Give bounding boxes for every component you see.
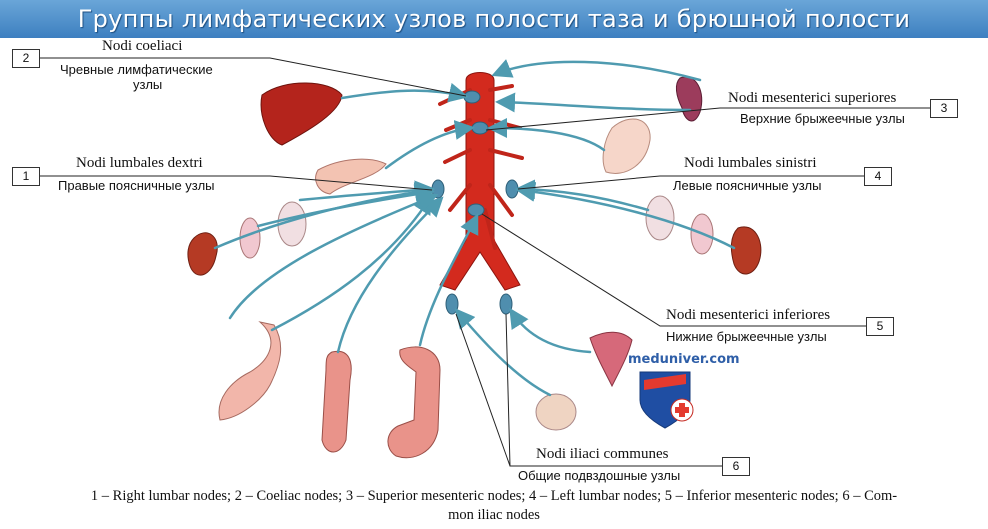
organ-kidney-right (187, 232, 218, 276)
node-iliac-left (445, 293, 459, 315)
organ-stomach (602, 118, 651, 174)
label-5-number: 5 (866, 317, 894, 336)
organ-colon-sigmoid (387, 346, 441, 459)
label-2-ru-line2: узлы (133, 77, 163, 92)
organ-uterus (589, 331, 633, 388)
label-4-ru: Левые поясничные узлы (673, 178, 822, 193)
label-5-ru: Нижние брыжеечные узлы (666, 329, 827, 344)
node-coeliac (463, 90, 481, 104)
label-6-number: 6 (722, 457, 750, 476)
leader-6 (455, 313, 722, 467)
label-4-latin: Nodi lumbales sinistri (684, 155, 817, 171)
label-3-ru: Верхние брыжеечные узлы (740, 111, 905, 126)
meduniver-logo (639, 371, 694, 429)
organ-liver (260, 82, 343, 146)
label-6-ru: Общие подвздошные узлы (518, 468, 681, 483)
organ-bladder (535, 393, 577, 431)
leader-1 (40, 175, 433, 191)
label-1-latin: Nodi lumbales dextri (76, 155, 203, 171)
node-iliac-right (499, 293, 513, 315)
label-2-ru-line1: Чревные лимфатические (60, 62, 213, 77)
watermark: meduniver.com (628, 352, 740, 367)
organ-pancreas (315, 158, 387, 195)
label-5-latin: Nodi mesenterici inferiores (666, 307, 831, 323)
node-superior-mesenteric (471, 121, 489, 135)
label-1-ru: Правые поясничные узлы (58, 178, 215, 193)
label-3-latin: Nodi mesenterici superiores (728, 90, 897, 106)
label-2-number: 2 (12, 49, 40, 68)
label-2-latin: Nodi coeliaci (102, 38, 183, 54)
node-lumbar-left (505, 179, 519, 199)
caption-line-1: 1 – Right lumbar nodes; 2 – Coeliac node… (90, 488, 898, 504)
label-3-number: 3 (930, 99, 958, 118)
label-6-latin: Nodi iliaci communes (536, 446, 669, 462)
leader-2 (40, 57, 467, 97)
label-4-number: 4 (864, 167, 892, 186)
node-inferior-mesenteric (467, 203, 485, 217)
page-title: Группы лимфатических узлов полости таза … (0, 0, 988, 38)
figure-caption: 1 – Right lumbar nodes; 2 – Coeliac node… (0, 487, 988, 525)
leader-3 (485, 107, 930, 131)
organ-small-intestine (218, 321, 282, 421)
organ-colon-ascending (321, 350, 352, 453)
leader-4 (517, 175, 865, 190)
leader-5 (481, 213, 866, 327)
label-1-number: 1 (12, 167, 40, 186)
organ-spleen (675, 76, 703, 122)
caption-line-2: mon iliac nodes (448, 507, 540, 523)
organ-kidney-left (730, 226, 762, 275)
